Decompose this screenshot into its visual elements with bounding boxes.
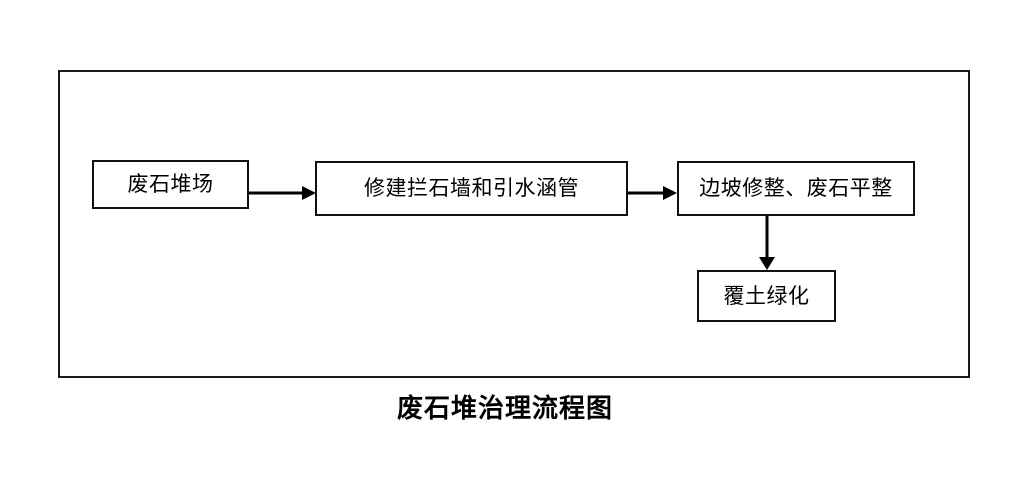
- figure-caption: 废石堆治理流程图: [396, 394, 613, 423]
- flow-node-label: 覆土绿化: [723, 283, 810, 308]
- flow-node-label: 废石堆场: [127, 172, 214, 196]
- flow-node-waste-rock-yard[interactable]: 废石堆场: [92, 160, 249, 209]
- flow-node-soil-cover-greening[interactable]: 覆土绿化: [697, 270, 836, 322]
- flow-node-label: 修建拦石墙和引水涵管: [364, 176, 579, 200]
- diagram-outer-frame: [58, 70, 970, 378]
- flow-node-label: 边坡修整、废石平整: [699, 176, 893, 200]
- flow-node-slope-trim-leveling[interactable]: 边坡修整、废石平整: [677, 161, 915, 216]
- flow-node-build-wall-culvert[interactable]: 修建拦石墙和引水涵管: [315, 161, 628, 216]
